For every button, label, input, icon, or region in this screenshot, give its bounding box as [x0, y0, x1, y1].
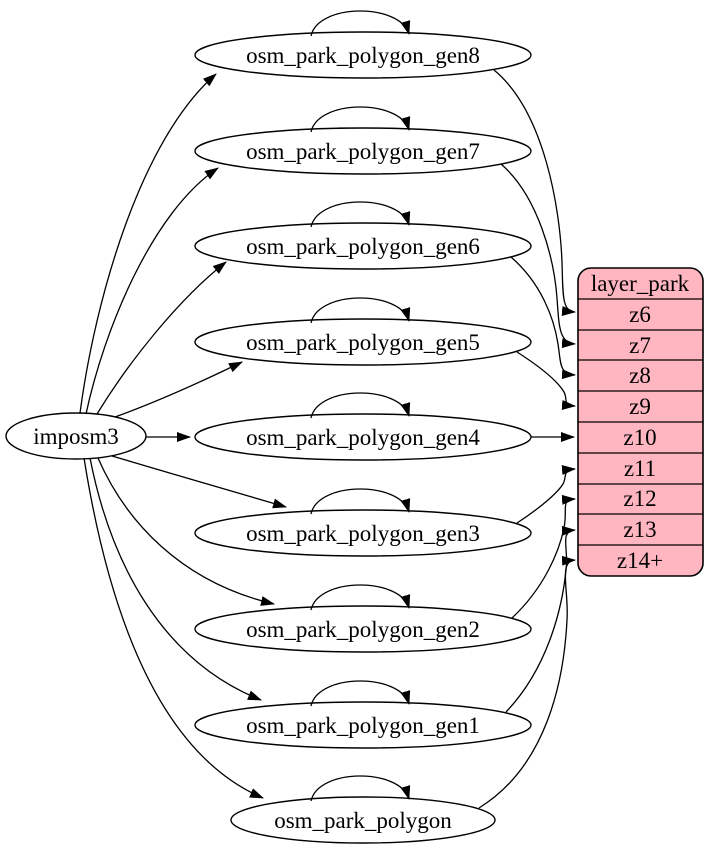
- node-osm-park-polygon: [230, 796, 496, 844]
- layer-park-row-z13: z13: [623, 517, 656, 542]
- edge-gen7-to-z7: [500, 163, 576, 349]
- layer-park-row-z8: z8: [629, 363, 651, 388]
- edge-imposm3-to-gen1: [89, 457, 262, 701]
- layer-park-row-z6: z6: [629, 302, 651, 327]
- gen2-ellipse: [194, 605, 532, 653]
- self-loop-gen5: [310, 297, 411, 324]
- gen7-label: osm_park_polygon_gen7: [246, 139, 480, 164]
- gen1-label: osm_park_polygon_gen1: [246, 713, 480, 738]
- gen6-ellipse: [194, 222, 532, 270]
- edge-imposm3-to-gen8: [79, 73, 217, 414]
- edge-polygon-to-z14plus: [478, 555, 576, 809]
- node-osm-park-polygon-gen8: [194, 31, 532, 79]
- edge-gen6-to-z8: [510, 256, 576, 380]
- imposm3-ellipse: [5, 412, 147, 460]
- edge-imposm3-to-polygon: [83, 457, 264, 799]
- self-loop-gen4: [310, 392, 411, 419]
- layer-park-row-z11: z11: [624, 456, 656, 481]
- edge-imposm3-to-gen3: [111, 455, 287, 509]
- layer-park-title: layer_park: [591, 271, 690, 296]
- edge-gen1-to-z13: [505, 525, 576, 713]
- layer-park-row-z10: z10: [623, 425, 656, 450]
- gen1-ellipse: [194, 701, 532, 749]
- polygon-label: osm_park_polygon: [274, 808, 452, 833]
- edge-imposm3-to-gen7: [85, 167, 219, 415]
- self-loop-gen3: [310, 488, 411, 515]
- edge-imposm3-to-gen2: [97, 457, 275, 606]
- gen5-label: osm_park_polygon_gen5: [246, 330, 480, 355]
- self-loop-gen6: [310, 201, 411, 228]
- self-loop-gen7: [310, 106, 411, 133]
- self-loop-gen2: [310, 584, 411, 611]
- node-osm-park-polygon-gen3: [194, 509, 532, 557]
- self-loop-gen8: [310, 10, 411, 37]
- edge-imposm3-to-gen5: [114, 361, 243, 418]
- gen8-label: osm_park_polygon_gen8: [246, 43, 480, 68]
- gen2-label: osm_park_polygon_gen2: [246, 617, 480, 642]
- node-osm-park-polygon-gen1: [194, 701, 532, 749]
- self-loop-polygon: [310, 775, 411, 802]
- edge-imposm3-to-gen6: [96, 261, 227, 415]
- imposm3-label: imposm3: [33, 424, 119, 449]
- polygon-ellipse: [230, 796, 496, 844]
- edge-gen5-to-z9: [516, 351, 576, 410]
- gen3-ellipse: [194, 509, 532, 557]
- layer-park-row-z9: z9: [629, 394, 651, 419]
- layer-park-row-z14plus: z14+: [617, 548, 663, 573]
- self-loop-gen1: [310, 680, 411, 707]
- node-osm-park-polygon-gen2: [194, 605, 532, 653]
- edge-gen2-to-z12: [511, 494, 576, 619]
- layer-park-table: [577, 267, 704, 577]
- layer-park-row-z7: z7: [629, 333, 651, 358]
- gen4-label: osm_park_polygon_gen4: [246, 425, 480, 450]
- gen6-label: osm_park_polygon_gen6: [246, 234, 480, 259]
- gen7-ellipse: [194, 127, 532, 175]
- edge-gen3-to-z11: [516, 465, 576, 524]
- node-osm-park-polygon-gen5: [194, 318, 532, 366]
- node-imposm3: [5, 412, 147, 460]
- gen8-ellipse: [194, 31, 532, 79]
- gen5-ellipse: [194, 318, 532, 366]
- layer-park-row-z12: z12: [623, 486, 656, 511]
- edge-gen8-to-z6: [493, 69, 576, 316]
- node-osm-park-polygon-gen6: [194, 222, 532, 270]
- gen3-label: osm_park_polygon_gen3: [246, 521, 480, 546]
- node-osm-park-polygon-gen7: [194, 127, 532, 175]
